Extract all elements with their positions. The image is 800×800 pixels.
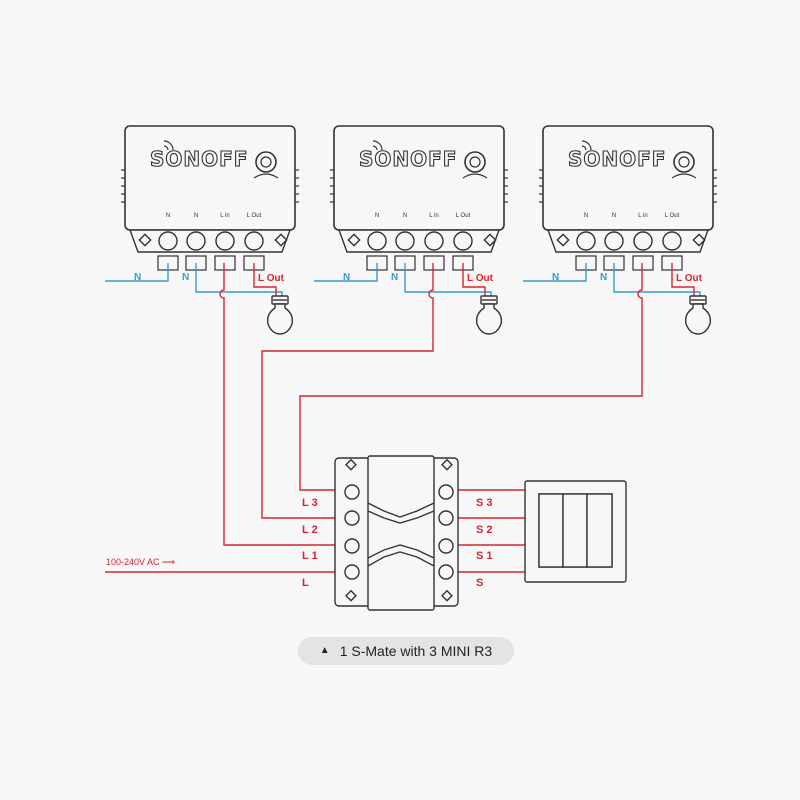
terminal-label-s1: S 1 [476, 550, 493, 562]
neutral-label: N [182, 272, 189, 283]
terminal-screw [344, 564, 360, 580]
wall-switch [524, 480, 627, 583]
load-out-label: L Out [258, 273, 285, 284]
terminal-label: L Out [247, 213, 262, 219]
terminal-screw [576, 231, 596, 251]
terminal-screw [215, 231, 235, 251]
brand-logo: SONOFF [359, 147, 457, 171]
terminal-screw [438, 564, 454, 580]
pairing-button-icon [671, 151, 697, 179]
brand-logo: SONOFF [568, 147, 666, 171]
mini-r3-module-2: SONOFF N N L in L Out [314, 125, 508, 335]
mini-r3-module-3: SONOFF N N L in L Out [523, 125, 717, 335]
caption-pill: ▲ 1 S-Mate with 3 MINI R3 [298, 637, 514, 665]
neutral-label: N [600, 272, 607, 283]
terminal-label: L in [638, 213, 647, 219]
supply-label: 100-240V AC ⟶ [106, 557, 175, 567]
terminal-screw [344, 510, 360, 526]
neutral-label: N [552, 272, 559, 283]
neutral-label: N [134, 272, 141, 283]
lightbulb-icon [684, 295, 712, 335]
caption-text: 1 S-Mate with 3 MINI R3 [339, 643, 493, 659]
l3-wire [299, 263, 643, 491]
mini-r3-module-1: SONOFF N N L in L Out [105, 125, 299, 335]
wifi-icon [163, 140, 174, 151]
terminal-label: L in [220, 213, 229, 219]
terminal-screw [424, 231, 444, 251]
load-out-wire [462, 263, 486, 300]
terminal-screw [633, 231, 653, 251]
terminal-screw [438, 510, 454, 526]
terminal-screw [395, 231, 415, 251]
terminal-screw [344, 484, 360, 500]
terminal-label: L Out [665, 213, 680, 219]
terminal-label: L Out [456, 213, 471, 219]
terminal-screw [158, 231, 178, 251]
terminal-label-s: S [476, 577, 483, 589]
terminal-screw [244, 231, 264, 251]
terminal-label-l3: L 3 [302, 497, 318, 509]
lightbulb-icon [475, 295, 503, 335]
terminal-label: N [584, 213, 588, 219]
brand-logo: SONOFF [150, 147, 248, 171]
load-out-label: L Out [676, 273, 703, 284]
terminal-label-l: L [302, 577, 309, 589]
terminal-screw [438, 484, 454, 500]
wifi-icon [581, 140, 592, 151]
lightbulb-icon [266, 295, 294, 335]
l1-wire [219, 263, 335, 546]
switch-gang-2 [562, 493, 588, 568]
neutral-in-wire [523, 263, 587, 282]
terminal-screw [186, 231, 206, 251]
terminal-label: N [166, 213, 170, 219]
terminal-screw [604, 231, 624, 251]
terminal-screw [453, 231, 473, 251]
neutral-label: N [391, 272, 398, 283]
s-mate-device [334, 455, 459, 611]
terminal-screw [662, 231, 682, 251]
terminal-label-l1: L 1 [302, 550, 318, 562]
wifi-icon [372, 140, 383, 151]
load-out-label: L Out [467, 273, 494, 284]
terminal-label: N [612, 213, 616, 219]
neutral-label: N [343, 272, 350, 283]
pairing-button-icon [253, 151, 279, 179]
pairing-button-icon [462, 151, 488, 179]
terminal-screw [438, 538, 454, 554]
load-out-wire [253, 263, 277, 300]
terminal-label-l2: L 2 [302, 524, 318, 536]
terminal-label: N [375, 213, 379, 219]
switch-gang-3 [586, 493, 613, 568]
terminal-label-s2: S 2 [476, 524, 493, 536]
terminal-screw [367, 231, 387, 251]
l2-wire [261, 263, 434, 519]
terminal-label: L in [429, 213, 438, 219]
neutral-in-wire [105, 263, 169, 282]
terminal-label: N [403, 213, 407, 219]
terminal-label-s3: S 3 [476, 497, 493, 509]
terminal-label: N [194, 213, 198, 219]
terminal-screw [344, 538, 360, 554]
triangle-up-icon: ▲ [319, 645, 330, 656]
neutral-in-wire [314, 263, 378, 282]
load-out-wire [671, 263, 695, 300]
switch-gang-1 [538, 493, 564, 568]
